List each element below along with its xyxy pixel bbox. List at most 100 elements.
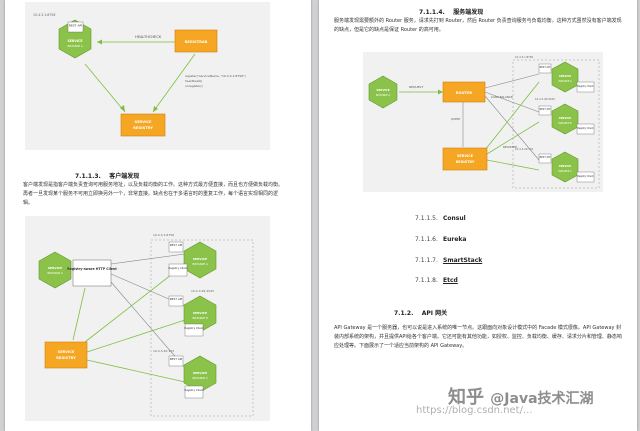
s-ip-a: 10.4.3.1:8756 <box>515 55 534 59</box>
watermark-brand: 知乎 <box>448 387 484 408</box>
register-call: register("serviceName, "10.4.3.1:8756") <box>185 74 246 78</box>
registry2-label-2: REGISTRY <box>56 356 76 360</box>
registry3-label-2: REGISTRY <box>456 160 475 164</box>
instances-dashed-box <box>150 239 254 417</box>
section-title: 客户端发现 <box>109 173 140 180</box>
toc-number: 7.1.1.8. <box>415 277 438 284</box>
router-label: ROUTER <box>456 91 473 95</box>
s-api-c: REST API <box>540 156 551 159</box>
registry-client-c: Registry Client <box>185 388 204 392</box>
server-instance-a: 10.4.3.1:8756 REST API SERVICE INSTANCE … <box>515 55 595 93</box>
s-service-b: SERVICE <box>559 116 572 120</box>
service-label: SERVICE <box>67 39 82 43</box>
self-registration-diagram: REST API SERVICE INSTANCE A 10.4.3.1:875… <box>25 2 270 150</box>
section-heading-api-gateway: 7.1.2. API 网关 <box>394 308 447 317</box>
section-heading-client-discovery: 7.1.1.3. 客户端发现 <box>75 171 139 180</box>
api-b: REST API <box>170 297 183 301</box>
toc-number: 7.1.1.5. <box>415 215 438 222</box>
client-service-hex <box>38 251 72 289</box>
client-discovery-paragraph: 客户端发现是指客户端负责查询可用服务地址，以及负载均衡的工作。这种方式最方便直接… <box>23 182 284 206</box>
s-instance-a: INSTANCE A <box>558 80 572 83</box>
toc-title[interactable]: Etcd <box>443 277 458 284</box>
toc-title[interactable]: Eureka <box>443 236 467 243</box>
s-service-a: SERVICE <box>559 74 572 78</box>
service-registry-box-2 <box>44 341 88 369</box>
section-number-3: 7.1.2. <box>394 310 414 317</box>
toc-smartstack[interactable]: 7.1.1.7. SmartStack <box>415 257 482 264</box>
toc-number: 7.1.1.6. <box>415 236 438 243</box>
blog-url-watermark: https://blog.csdn.net/... <box>416 405 533 416</box>
instance-arrow <box>84 63 126 113</box>
section-heading-server-discovery: 7.1.1.4. 服务端发现 <box>419 7 483 16</box>
client-discovery-diagram: SERVICE INSTANCE A Registry-aware HTTP C… <box>25 216 270 421</box>
s-service-c: SERVICE <box>559 164 572 168</box>
server-discovery-diagram: SERVICE INSTANCE A REQUEST ROUTER LOAD B… <box>363 52 603 192</box>
ip-b: 10.4.3.99:4545 <box>191 289 214 293</box>
service-c: SERVICE <box>193 371 207 375</box>
instance-b: INSTANCE B <box>192 316 208 320</box>
rest-api-label: REST API <box>69 24 83 28</box>
s-api-a: REST API <box>540 66 551 69</box>
service-registry-box-3 <box>442 147 488 171</box>
watermark-handle: @Java技术汇湖 <box>490 391 594 407</box>
service-registry-box <box>120 113 166 137</box>
left-page: REST API SERVICE INSTANCE A 10.4.3.1:875… <box>5 0 311 431</box>
registry3-label-1: SERVICE <box>457 154 474 158</box>
register-label: REGISTER <box>503 145 517 149</box>
load-balance-label: LOAD BALANCE <box>491 95 513 99</box>
router-box <box>442 81 486 103</box>
registry-label-1: SERVICE <box>134 120 152 124</box>
toc-consul[interactable]: 7.1.1.5. Consul <box>415 215 466 222</box>
query-label: QUERY <box>451 117 461 121</box>
s-ip-b: 10.4.3.99:4545 <box>535 97 555 101</box>
toc-title[interactable]: Consul <box>443 215 466 222</box>
toc-eureka[interactable]: 7.1.1.6. Eureka <box>415 236 466 243</box>
s-registry-client-a: Registry Client <box>578 85 594 88</box>
rest-api-box <box>67 21 84 33</box>
http-client-box <box>72 259 112 287</box>
zhihu-watermark: 知乎 @Java技术汇湖 <box>448 383 594 409</box>
registrar-box <box>174 29 218 53</box>
ip-label: 10.4.3.1:8756 <box>33 13 55 17</box>
api-c: REST API <box>170 357 183 361</box>
s-ip-c: 10.4.3.20:333 <box>515 147 534 151</box>
service-a: SERVICE <box>193 257 207 261</box>
instance-b-node: 10.4.3.99:4545 REST API SERVICE INSTANCE… <box>168 289 217 337</box>
registry-client-b: Registry Client <box>185 326 204 330</box>
instance-label: INSTANCE A <box>67 44 83 48</box>
unregister-call: unregister() <box>185 84 203 88</box>
toc-number: 7.1.1.7. <box>415 257 438 264</box>
server-instance-b: 10.4.3.99:4545 REST API SERVICE INSTANCE… <box>535 97 595 135</box>
section-title-3: API 网关 <box>421 310 448 317</box>
ip-c: 10.4.3.20:333 <box>153 349 174 353</box>
registry-client-a: Registry Client <box>169 266 188 270</box>
section-number-2: 7.1.1.4. <box>419 9 445 16</box>
instance-c-node: 10.4.3.20:333 REST API SERVICE INSTANCE … <box>153 349 217 399</box>
client-service-label-2: SERVICE <box>376 88 389 92</box>
api-gateway-paragraph: API Gateway 是一个服务器，也可以说是进入系统的唯一节点。这跟面向对象… <box>334 325 622 349</box>
section-number: 7.1.1.3. <box>75 173 101 180</box>
heartbeat-call: heartbeat() <box>185 79 202 83</box>
api-a: REST API <box>170 243 183 247</box>
instance-a: INSTANCE A <box>192 262 208 266</box>
s-registry-client-b: Registry Client <box>578 127 594 130</box>
client-instance-label: INSTANCE A <box>47 271 63 275</box>
s-instance-b: INSTANCE B <box>558 122 572 125</box>
toc-etcd[interactable]: 7.1.1.8. Etcd <box>415 277 458 284</box>
client-instance-label-2: INSTANCE A <box>376 94 391 97</box>
registry2-label-1: SERVICE <box>57 350 75 354</box>
request-label: REQUEST <box>409 85 423 89</box>
s-api-b: REST API <box>540 108 551 111</box>
instance-a-node: 10.4.3.1:8756 REST API SERVICE INSTANCE … <box>153 233 217 279</box>
registry-label-2: REGISTRY <box>133 126 153 130</box>
service-b: SERVICE <box>193 311 207 315</box>
http-client-label: Registry-aware HTTP Client <box>67 267 117 271</box>
ip-a: 10.4.3.1:8756 <box>153 233 174 237</box>
s-instance-c: INSTANCE C <box>558 170 572 173</box>
healthcheck-label: HEALTHCHECK <box>135 35 162 39</box>
right-page: 7.1.1.4. 服务端发现 服务端发现需要额外的 Router 服务，请求先打… <box>319 0 637 431</box>
toc-title[interactable]: SmartStack <box>443 257 483 264</box>
client-service-label: SERVICE <box>48 266 62 270</box>
server-instance-c: 10.4.3.20:333 REST API SERVICE INSTANCE … <box>515 147 595 183</box>
section-title-2: 服务端发现 <box>453 9 484 16</box>
